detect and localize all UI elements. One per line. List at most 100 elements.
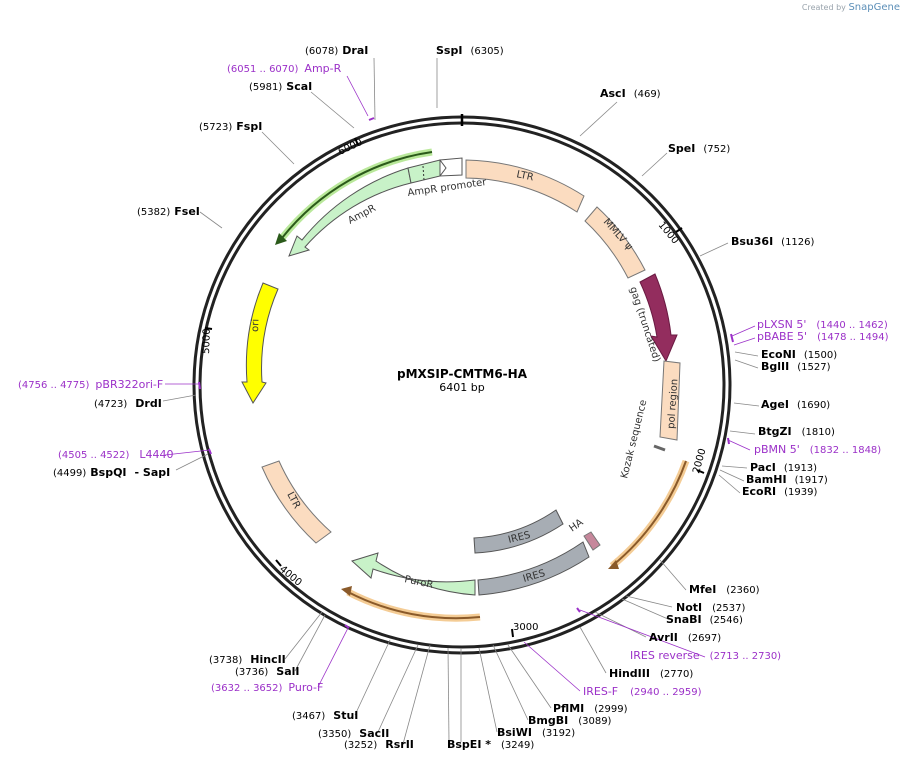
site-hincii-pos: (3738) — [209, 655, 242, 666]
site-spei[interactable]: SpeI(752) — [668, 142, 730, 155]
site-pflmi[interactable]: PflMI(2999) — [553, 702, 628, 715]
site-iresrev[interactable]: IRES reverse(2713 .. 2730) — [630, 649, 781, 662]
site-pbmn[interactable]: pBMN 5'(1832 .. 1848) — [754, 443, 881, 456]
site-hindiii[interactable]: HindIII (2770) — [609, 667, 693, 680]
site-bsu36i[interactable]: Bsu36I(1126) — [731, 235, 815, 248]
site-btgzi[interactable]: BtgZI(1810) — [758, 425, 835, 438]
site-bmgbi-name: BmgBI — [528, 714, 568, 727]
feature-ha[interactable] — [583, 531, 601, 551]
site-asci-name: AscI — [600, 87, 626, 100]
site-l4440-name: L4440 — [139, 448, 173, 461]
site-rsrii-name: RsrII — [385, 738, 414, 751]
site-stui[interactable]: (3467)StuI — [292, 709, 358, 722]
site-hindiii-pos: (2770) — [660, 669, 693, 680]
snapgene-brand: Created by SnapGene — [802, 2, 900, 13]
site-pbabe-name: pBABE 5' — [757, 330, 807, 343]
site-scai-pos: (5981) — [249, 82, 282, 93]
site-pbabe[interactable]: pBABE 5'(1478 .. 1494) — [757, 330, 889, 343]
site-drdi[interactable]: (4723)DrdI — [94, 397, 162, 410]
site-econi-pos: (1500) — [804, 350, 837, 361]
feature-ires-outer[interactable] — [477, 541, 590, 596]
site-fsei[interactable]: (5382)FseI — [137, 205, 200, 218]
site-bsu36i-pos: (1126) — [781, 237, 814, 248]
site-btgzi-pos: (1810) — [802, 427, 835, 438]
site-bglii[interactable]: BglII(1527) — [761, 360, 831, 373]
site-fspi[interactable]: (5723)FspI — [199, 120, 262, 133]
site-bglii-name: BglII — [761, 360, 789, 373]
site-iresrev-pos: (2713 .. 2730) — [710, 651, 782, 662]
site-ampr-primer[interactable]: (6051 .. 6070)Amp-R — [227, 62, 342, 75]
feature-ltr-top[interactable] — [465, 159, 585, 213]
site-hincii[interactable]: (3738)HincII — [209, 653, 286, 666]
site-bmgbi[interactable]: BmgBI (3089) — [528, 714, 612, 727]
site-snabi[interactable]: SnaBI(2546) — [666, 613, 743, 626]
feature-puror-orf-head — [341, 586, 352, 596]
site-paci[interactable]: PacI(1913) — [750, 461, 817, 474]
site-agei-pos: (1690) — [797, 400, 830, 411]
feature-ltr-top-label: LTR — [515, 169, 534, 183]
tick-3000 — [511, 628, 514, 638]
plasmid-size: 6401 bp — [439, 381, 484, 394]
site-econi[interactable]: EcoNI(1500) — [761, 348, 837, 361]
site-noti-pos: (2537) — [712, 603, 745, 614]
site-bspei[interactable]: BspEI *(3249) — [447, 738, 534, 751]
site-stui-name: StuI — [333, 709, 358, 722]
feature-ori-arrow[interactable] — [241, 282, 279, 404]
site-drai[interactable]: (6078)DraI — [305, 44, 368, 57]
site-pbr322[interactable]: (4756 .. 4775)pBR322ori-F — [18, 378, 163, 391]
site-drdi-pos: (4723) — [94, 399, 127, 410]
site-plxsn-pos: (1440 .. 1462) — [816, 320, 888, 331]
site-scai[interactable]: (5981)ScaI — [249, 80, 312, 93]
site-bsiwi[interactable]: BsiWI(3192) — [497, 726, 575, 739]
site-bmgbi-pos: (3089) — [578, 716, 611, 727]
site-paci-name: PacI — [750, 461, 776, 474]
tick-2000 — [696, 469, 705, 474]
site-rsrii[interactable]: (3252)RsrII — [344, 738, 414, 751]
site-sspi[interactable]: SspI(6305) — [436, 44, 504, 57]
feature-mmlv-psi[interactable] — [584, 206, 646, 279]
site-sspi-name: SspI — [436, 44, 462, 57]
site-hindiii-name: HindIII — [609, 667, 650, 680]
site-pbr322-pos: (4756 .. 4775) — [18, 380, 90, 391]
site-noti[interactable]: NotI(2537) — [676, 601, 745, 614]
tick-label-2000: 2000 — [691, 447, 708, 474]
site-purof[interactable]: (3632 .. 3652)Puro-F — [211, 681, 323, 694]
site-fsei-name: FseI — [174, 205, 200, 218]
feature-puror-orf[interactable] — [347, 591, 481, 620]
site-iresf[interactable]: IRES-F(2940 .. 2959) — [583, 685, 702, 698]
feature-ori-label: ori — [250, 319, 261, 332]
feature-ltr-bottom[interactable] — [261, 460, 332, 544]
site-mfei-pos: (2360) — [726, 585, 759, 596]
site-l4440[interactable]: (4505 .. 4522)L4440 — [58, 448, 174, 461]
site-avrii[interactable]: AvrII(2697) — [649, 631, 721, 644]
feature-puror-arrow[interactable] — [351, 552, 476, 596]
feature-ires-inner[interactable] — [473, 509, 564, 554]
tick-6000 — [354, 137, 359, 146]
site-sapi-name: - SapI — [135, 466, 171, 479]
site-ecori-name: EcoRI — [742, 485, 776, 498]
site-spei-name: SpeI — [668, 142, 695, 155]
site-plxsn[interactable]: pLXSN 5'(1440 .. 1462) — [757, 318, 888, 331]
site-sacii[interactable]: (3350)SacII — [318, 727, 389, 740]
tick-label-3000: 3000 — [513, 622, 538, 633]
site-sali[interactable]: (3736)SalI — [235, 665, 299, 678]
site-ecori[interactable]: EcoRI(1939) — [742, 485, 818, 498]
feature-ampr-arrow[interactable] — [288, 167, 412, 257]
feature-ires-inner-label: IRES — [507, 530, 532, 546]
site-drai-name: DraI — [342, 44, 368, 57]
site-asci[interactable]: AscI (469) — [600, 87, 661, 100]
feature-insert-orf[interactable] — [611, 460, 687, 567]
site-bspqi[interactable]: (4499)BspQI- SapI — [53, 466, 170, 479]
site-agei[interactable]: AgeI(1690) — [761, 398, 830, 411]
site-sacii-name: SacII — [359, 727, 389, 740]
site-asci-pos: (469) — [634, 89, 661, 100]
site-purof-name: Puro-F — [288, 681, 323, 694]
tick-4000 — [275, 559, 282, 567]
tick-5000 — [204, 327, 213, 330]
site-mfei[interactable]: MfeI(2360) — [689, 583, 760, 596]
feature-ampr-orf[interactable] — [281, 151, 433, 239]
site-bamhi[interactable]: BamHI(1917) — [746, 473, 828, 486]
leader-drai — [373, 57, 376, 121]
site-ampr-primer-pos: (6051 .. 6070) — [227, 64, 299, 75]
feature-pol-region[interactable] — [659, 360, 681, 441]
